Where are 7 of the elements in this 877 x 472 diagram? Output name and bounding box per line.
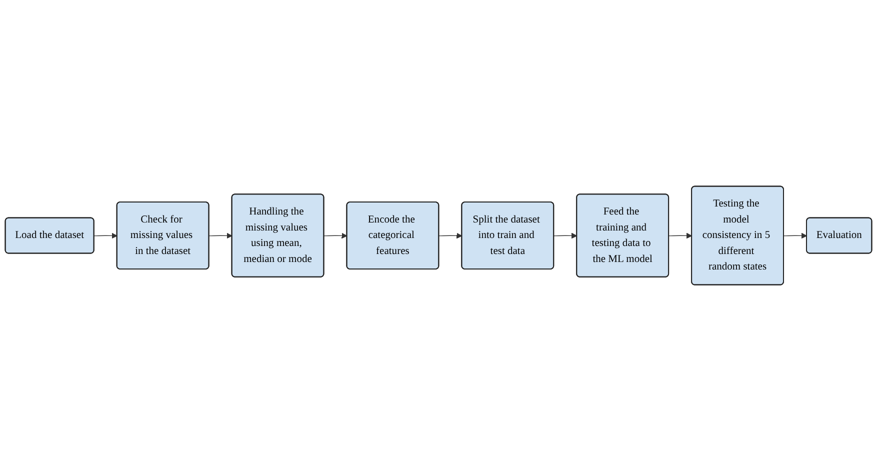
- arrow: [94, 233, 118, 240]
- arrow: [668, 233, 692, 240]
- arrow: [438, 233, 462, 240]
- arrow: [784, 233, 808, 240]
- arrow: [208, 233, 232, 240]
- arrow: [554, 233, 578, 240]
- arrow: [324, 233, 348, 240]
